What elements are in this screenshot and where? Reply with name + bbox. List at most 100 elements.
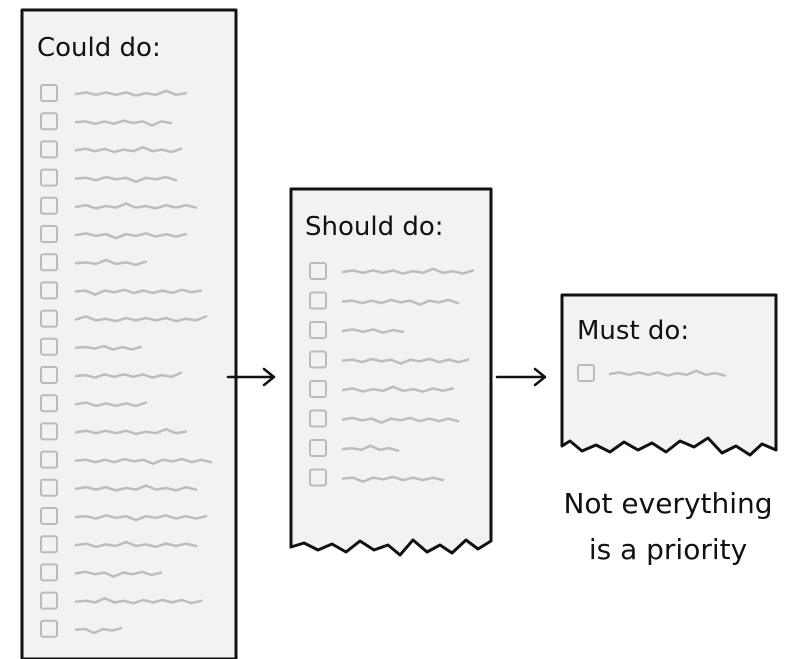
placeholder-text-squiggle bbox=[74, 457, 213, 466]
checkbox-icon bbox=[40, 535, 58, 554]
must-do-list: Must do: bbox=[560, 293, 778, 457]
list-item bbox=[40, 450, 213, 469]
list-item bbox=[309, 380, 455, 398]
placeholder-text-squiggle bbox=[74, 401, 148, 408]
placeholder-text-squiggle bbox=[74, 570, 163, 578]
placeholder-text-squiggle bbox=[74, 597, 203, 605]
checkbox-icon bbox=[309, 350, 327, 369]
could-do-items bbox=[40, 84, 213, 638]
could-do-heading: Could do: bbox=[37, 33, 161, 63]
checkbox-icon bbox=[309, 321, 327, 339]
list-item bbox=[40, 140, 183, 159]
placeholder-text-squiggle bbox=[608, 369, 727, 377]
list-item bbox=[40, 253, 148, 272]
list-item bbox=[577, 364, 727, 382]
placeholder-text-squiggle bbox=[341, 416, 460, 425]
placeholder-text-squiggle bbox=[74, 371, 183, 379]
list-item bbox=[309, 321, 405, 339]
list-item bbox=[40, 281, 203, 300]
list-item bbox=[40, 591, 203, 610]
list-item bbox=[40, 84, 188, 102]
arrow-should-to-must bbox=[495, 367, 547, 387]
list-item bbox=[309, 409, 460, 428]
checkbox-icon bbox=[40, 140, 58, 159]
checkbox-icon bbox=[40, 563, 58, 582]
list-item bbox=[40, 619, 123, 638]
checkbox-icon bbox=[40, 281, 58, 300]
list-item bbox=[40, 422, 188, 441]
list-item bbox=[40, 168, 178, 187]
checkbox-icon bbox=[309, 262, 327, 280]
list-item bbox=[40, 394, 148, 413]
could-do-paper bbox=[20, 8, 238, 659]
placeholder-text-squiggle bbox=[74, 540, 198, 549]
checkbox-icon bbox=[40, 253, 58, 272]
placeholder-text-squiggle bbox=[74, 202, 198, 210]
placeholder-text-squiggle bbox=[74, 514, 208, 522]
placeholder-text-squiggle bbox=[74, 427, 188, 436]
placeholder-text-squiggle bbox=[74, 484, 198, 492]
checkbox-icon bbox=[40, 478, 58, 497]
list-item bbox=[40, 196, 198, 215]
checkbox-icon bbox=[40, 591, 58, 610]
placeholder-text-squiggle bbox=[341, 298, 460, 307]
checkbox-icon bbox=[40, 196, 58, 215]
checkbox-icon bbox=[309, 439, 327, 457]
checkbox-icon bbox=[40, 450, 58, 469]
checkbox-icon bbox=[40, 225, 58, 243]
checkbox-icon bbox=[40, 507, 58, 525]
placeholder-text-squiggle bbox=[341, 475, 445, 484]
placeholder-text-squiggle bbox=[74, 145, 183, 154]
placeholder-text-squiggle bbox=[341, 357, 470, 366]
placeholder-text-squiggle bbox=[74, 344, 143, 351]
list-item bbox=[309, 439, 400, 457]
list-item bbox=[40, 225, 188, 243]
list-item bbox=[40, 563, 163, 582]
list-item bbox=[40, 337, 143, 356]
placeholder-text-squiggle bbox=[74, 258, 148, 267]
list-item bbox=[40, 478, 198, 497]
should-do-paper bbox=[289, 187, 493, 557]
checkbox-icon bbox=[40, 168, 58, 187]
list-item bbox=[40, 309, 208, 328]
arrow-could-to-should bbox=[226, 367, 276, 387]
placeholder-text-squiggle bbox=[341, 328, 405, 334]
caption-line-2: is a priority bbox=[589, 533, 747, 566]
must-do-items bbox=[577, 364, 727, 382]
should-do-heading: Should do: bbox=[305, 212, 444, 242]
checkbox-icon bbox=[40, 337, 58, 356]
checkbox-icon bbox=[309, 380, 327, 398]
list-item bbox=[309, 291, 460, 310]
placeholder-text-squiggle bbox=[341, 267, 475, 275]
checkbox-icon bbox=[309, 468, 327, 487]
checkbox-icon bbox=[40, 309, 58, 328]
could-do-list: Could do: bbox=[20, 8, 238, 659]
placeholder-text-squiggle bbox=[74, 119, 173, 127]
checkbox-icon bbox=[309, 291, 327, 310]
caption-line-1: Not everything bbox=[563, 487, 772, 520]
list-item bbox=[40, 366, 183, 384]
checkbox-icon bbox=[577, 364, 595, 382]
placeholder-text-squiggle bbox=[74, 89, 188, 97]
placeholder-text-squiggle bbox=[74, 232, 188, 240]
checkbox-icon bbox=[40, 112, 58, 131]
should-do-list: Should do: bbox=[289, 187, 493, 557]
placeholder-text-squiggle bbox=[74, 288, 203, 296]
checkbox-icon bbox=[40, 619, 58, 638]
checkbox-icon bbox=[40, 394, 58, 413]
checkbox-icon bbox=[40, 366, 58, 384]
list-item bbox=[309, 262, 475, 280]
list-item bbox=[309, 468, 445, 487]
placeholder-text-squiggle bbox=[74, 315, 208, 323]
checkbox-icon bbox=[309, 409, 327, 428]
should-do-items bbox=[309, 262, 475, 487]
list-item bbox=[309, 350, 470, 369]
placeholder-text-squiggle bbox=[341, 385, 455, 393]
placeholder-text-squiggle bbox=[74, 175, 178, 184]
list-item bbox=[40, 507, 208, 525]
placeholder-text-squiggle bbox=[341, 444, 400, 452]
checkbox-icon bbox=[40, 422, 58, 441]
must-do-heading: Must do: bbox=[577, 316, 689, 346]
checkbox-icon bbox=[40, 84, 58, 102]
